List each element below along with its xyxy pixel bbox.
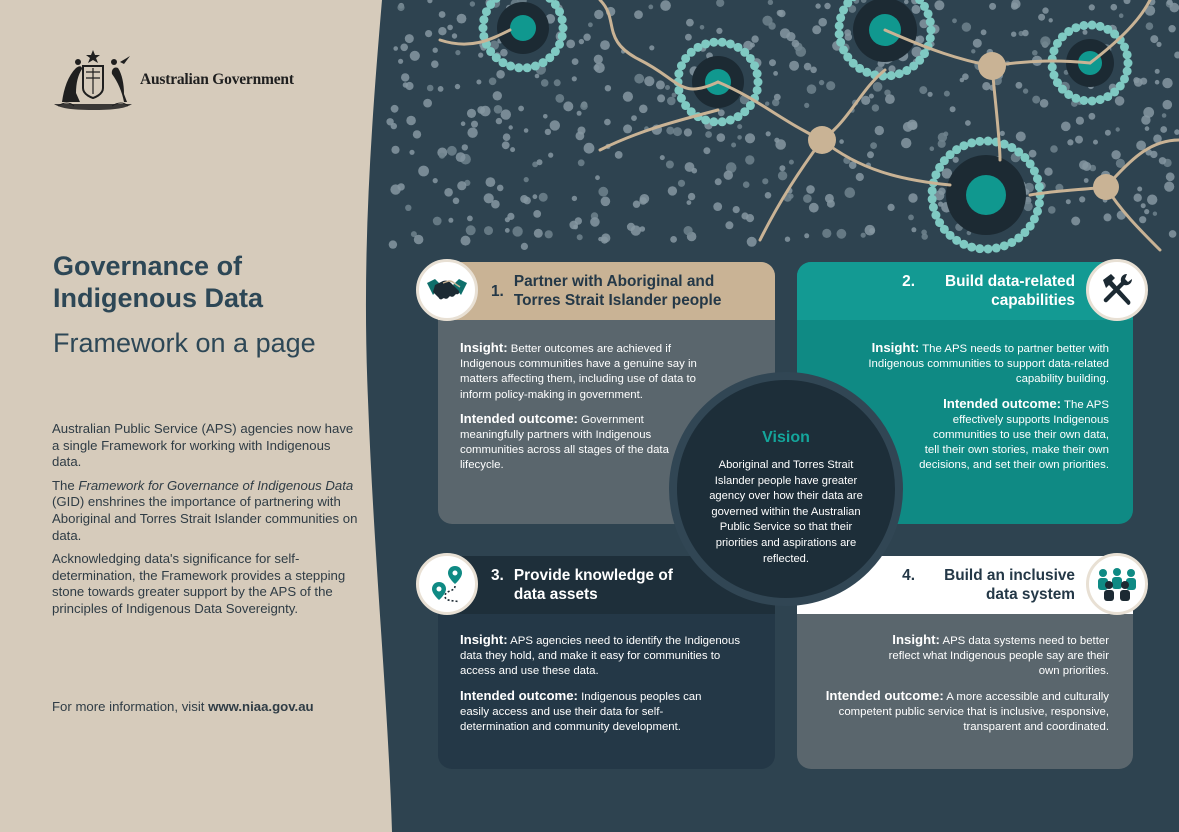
quadrant-body: Insight: APS agencies need to identify t… [460,632,750,743]
handshake-icon [416,259,478,321]
tools-icon [1086,259,1148,321]
outcome-label: Intended outcome: [825,687,944,703]
intro-2-pre: The [52,477,79,493]
vision-text: Aboriginal and Torres Strait Islander pe… [709,459,863,565]
quadrant-body: Insight: Better outcomes are achieved if… [460,340,710,482]
quadrant-number: 1. [491,282,504,300]
insight-text: Better outcomes are achieved if Indigeno… [460,343,697,401]
insight-text: APS agencies need to identify the Indige… [460,635,741,678]
outcome-text: Indigenous peoples can easily access and… [460,690,702,734]
insight-text: APS data systems need to better reflect … [888,635,1109,678]
outcome-label: Intended outcome: [460,687,578,703]
vision-title: Vision [762,429,810,446]
framework-name: Framework for Governance of Indigenous D… [78,477,354,493]
more-info: For more information, visit www.niaa.gov… [52,699,372,714]
intro-text: Australian Public Service (APS) agencies… [52,421,362,625]
coat-of-arms-icon [54,50,132,110]
quadrant-heading: 2. Build data-related capabilities [797,262,1133,320]
quadrant-knowledge: 3. Provide knowledge of data assets Insi… [438,556,775,769]
government-name: Australian Government [140,71,294,88]
quadrant-number: 3. [491,567,504,584]
quadrant-title: Partner with Aboriginal and Torres Strai… [513,273,722,309]
quadrant-body: Insight: The APS needs to partner better… [859,340,1109,482]
insight-label: Insight: [460,340,508,355]
insight-label: Insight: [460,632,508,647]
quadrant-number: 4. [902,567,915,584]
quadrant-title: Build an inclusive data system [944,567,1075,603]
quadrant-heading: 1. Partner with Aboriginal and Torres St… [438,262,775,320]
quadrant-body: Insight: APS data systems need to better… [809,632,1109,743]
quadrant-number: 2. [902,273,915,290]
more-info-text: For more information, visit [52,699,209,714]
outcome-text: Government meaningfully partners with In… [460,413,669,472]
intro-paragraph-1: Australian Public Service (APS) agencies… [52,421,354,470]
intro-paragraph-3: Acknowledging data's significance for se… [52,551,346,616]
niaa-link[interactable]: www.niaa.gov.au [208,699,314,714]
intro-2-post: (GID) enshrines the importance of partne… [52,494,358,543]
quadrant-title: Build data-related capabilities [945,273,1075,309]
intro-paragraph-2: The Framework for Governance of Indigeno… [52,478,362,544]
insight-text: The APS needs to partner better with Ind… [868,343,1109,386]
outcome-text: A more accessible and culturally compete… [838,690,1109,734]
insight-label: Insight: [871,340,920,355]
outcome-label: Intended outcome: [943,395,1062,411]
outcome-text: The APS effectively supports Indigenous … [919,398,1109,472]
quadrant-title: Provide knowledge of data assets [513,567,673,603]
people-group-icon [1086,553,1148,615]
outcome-label: Intended outcome: [460,410,578,426]
page-subtitle: Framework on a page [53,328,316,358]
quadrant-inclusive: 4. Build an inclusive data system Insigh… [797,556,1133,769]
australian-government-logo: Australian Government [50,48,310,112]
map-pin-path-icon [416,553,478,615]
insight-label: Insight: [892,632,940,647]
vision-circle: Vision Aboriginal and Torres Strait Isla… [669,372,903,606]
page-title: Governance of Indigenous Data [53,251,264,313]
